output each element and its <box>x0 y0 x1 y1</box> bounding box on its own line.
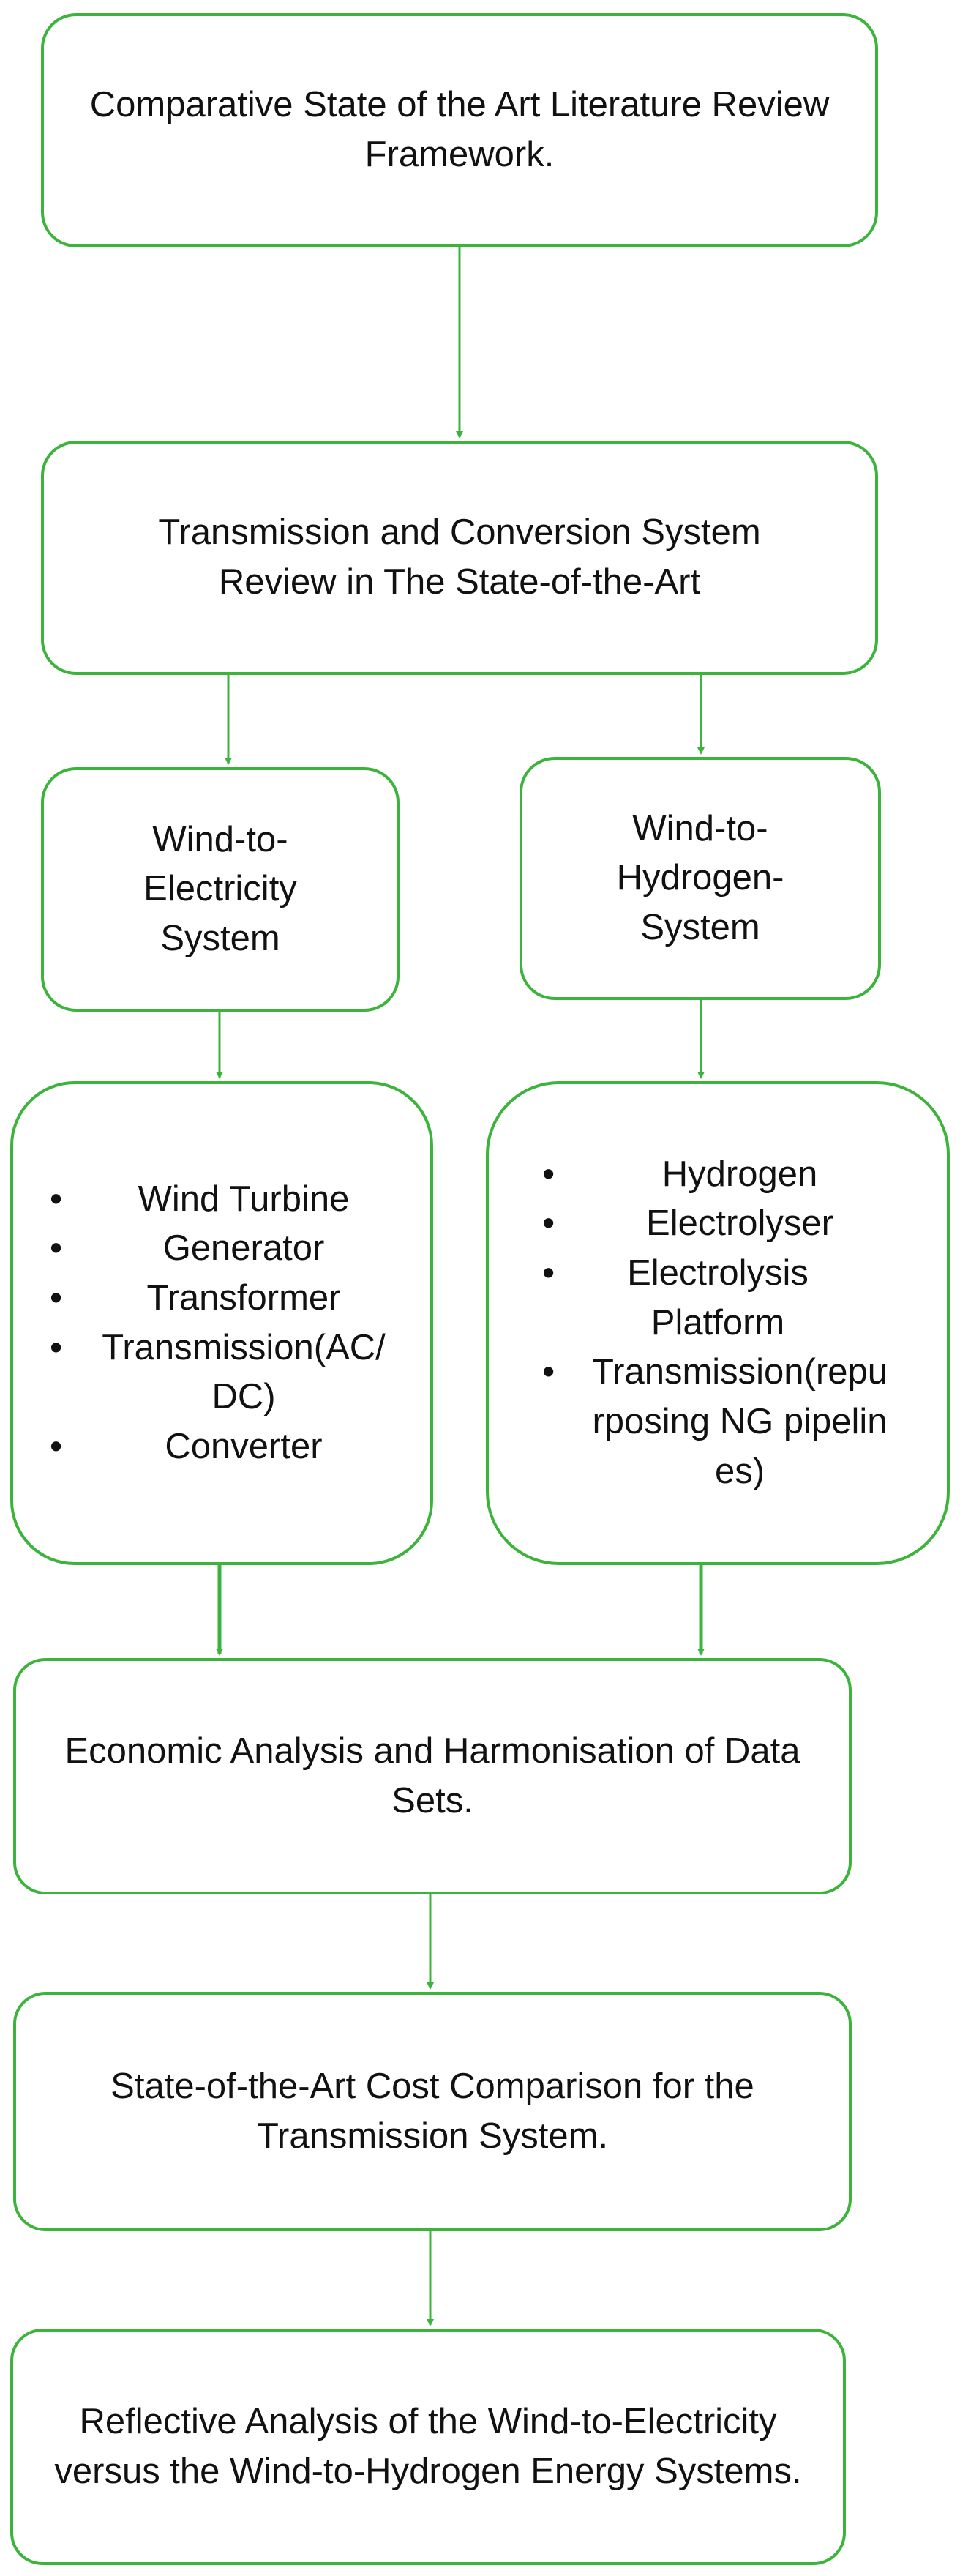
electricity-components-box: Wind Turbine Generator Transformer Trans… <box>10 1081 433 1565</box>
wind-electricity-label: Wind-to-Electricity System <box>143 819 297 958</box>
component-transformer: Transformer <box>50 1274 394 1324</box>
component-converter: Converter <box>50 1422 394 1472</box>
cost-comparison-label: State-of-the-Art Cost Comparison for the… <box>110 2066 754 2156</box>
wind-hydrogen-label: Wind-to-Hydrogen-System <box>616 808 784 947</box>
economic-label: Economic Analysis and Harmonisation of D… <box>64 1731 800 1821</box>
component-electrolysis-platform: Electrolysis Platform <box>542 1249 850 1348</box>
review-box: Transmission and Conversion System Revie… <box>41 441 878 675</box>
reflective-box: Reflective Analysis of the Wind-to-Elect… <box>10 2329 846 2565</box>
reflective-label: Reflective Analysis of the Wind-to-Elect… <box>54 2401 802 2491</box>
hydrogen-components-box: Hydrogen Electrolyser Electrolysis Platf… <box>486 1081 950 1565</box>
framework-box: Comparative State of the Art Literature … <box>41 13 878 247</box>
component-transmission-pipelines: Transmission(repurposing NG pipelines) <box>542 1348 893 1496</box>
component-hydrogen: Hydrogen <box>542 1150 893 1200</box>
component-wind-turbine: Wind Turbine <box>50 1175 394 1225</box>
wind-electricity-box: Wind-to-Electricity System <box>41 767 400 1012</box>
cost-comparison-box: State-of-the-Art Cost Comparison for the… <box>13 1992 852 2231</box>
review-label: Transmission and Conversion System Revie… <box>158 512 761 602</box>
hydrogen-components-list: Hydrogen Electrolyser Electrolysis Platf… <box>542 1150 893 1496</box>
component-generator: Generator <box>50 1224 394 1274</box>
framework-label: Comparative State of the Art Literature … <box>89 85 830 174</box>
component-electrolyser: Electrolyser <box>542 1199 893 1249</box>
electricity-components-list: Wind Turbine Generator Transformer Trans… <box>50 1175 394 1472</box>
wind-hydrogen-box: Wind-to-Hydrogen-System <box>520 757 881 1000</box>
economic-box: Economic Analysis and Harmonisation of D… <box>13 1658 852 1894</box>
component-transmission-acdc: Transmission(AC/DC) <box>50 1324 394 1422</box>
